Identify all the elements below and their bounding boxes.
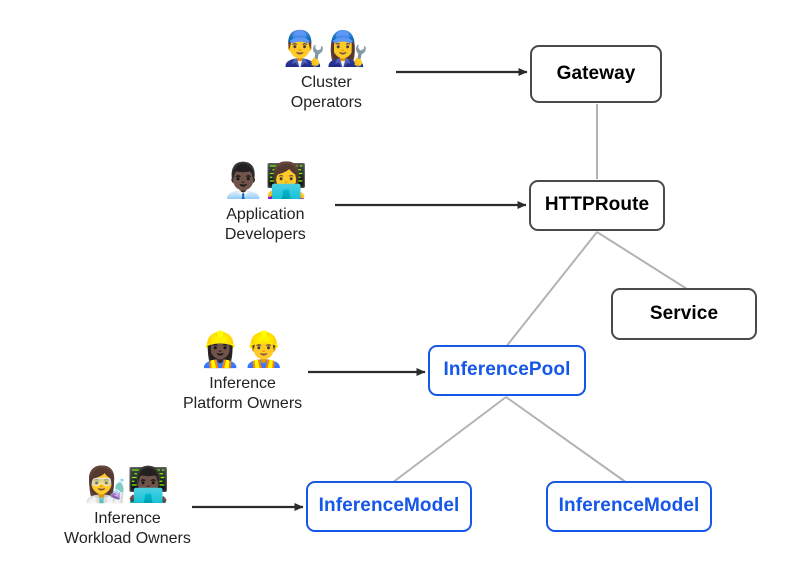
persona-label-line1: Inference [209,375,276,392]
persona-arrows [192,68,528,511]
connector-httproute-service [596,231,688,290]
scientist-icon: 👩‍🔬👨🏿‍💻 [84,465,171,505]
connector-httproute-inferencepool [504,231,598,349]
node-httproute: HTTPRoute [529,180,665,231]
persona-label-line2: Developers [224,225,306,243]
node-gateway: Gateway [530,45,662,103]
woman-construction-worker-icon: 👷🏿‍♀️👷‍♂️ [199,330,286,370]
node-inferencepool: InferencePool [428,345,586,396]
persona-label-line1: Application [226,206,305,223]
persona-label-line1: Cluster [300,74,352,91]
man-mechanic-icon: 👨‍🔧👩‍🔧 [283,29,370,69]
node-inferencemodel-left: InferenceModel [306,481,472,532]
connector-pool-model-left [391,396,507,484]
connector-pool-model-right [505,396,628,484]
persona-label-line1: Inference [94,510,161,527]
persona-label-line2: Operators [290,93,362,111]
persona-label-line2: Platform Owners [183,394,303,412]
office-worker-icon: 👨🏿‍💼👩‍💻 [222,161,309,201]
persona-label-line2: Workload Owners [64,529,191,547]
node-service: Service [611,288,757,340]
node-inferencemodel-right: InferenceModel [546,481,712,532]
